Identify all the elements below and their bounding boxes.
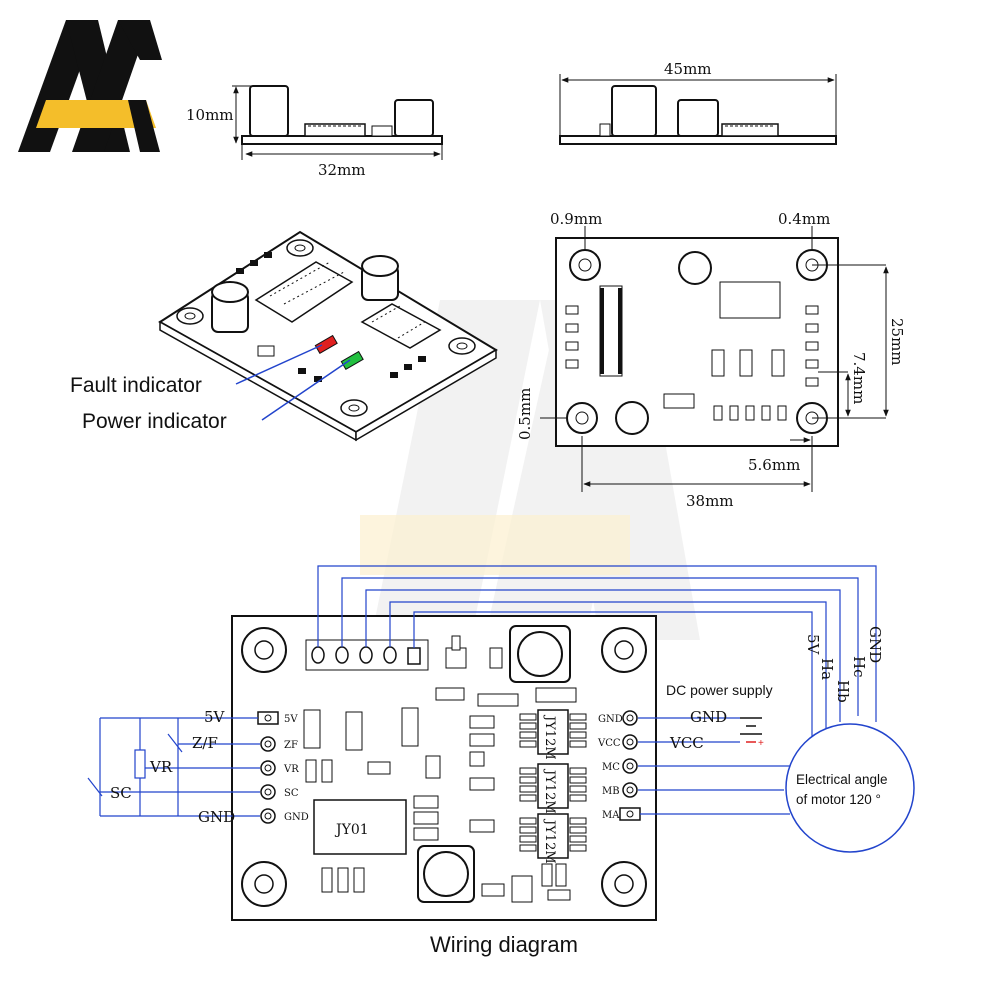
board-top-view xyxy=(555,237,839,447)
left-pin-headers xyxy=(257,711,279,824)
left-wiring xyxy=(87,717,260,817)
width-dimension: 45mm xyxy=(664,60,712,78)
wire-label-5v: 5V xyxy=(204,708,226,726)
pin-label-vr: VR xyxy=(283,764,299,775)
fault-leader xyxy=(235,344,323,385)
pin-label-gnd-left: GND xyxy=(284,812,309,823)
driver-chips xyxy=(519,709,587,859)
board-height-dimension: 25mm xyxy=(888,318,906,366)
side-view-right xyxy=(559,74,837,145)
hall-label-5v: 5V xyxy=(804,634,822,656)
hall-wiring xyxy=(317,565,877,740)
pin-label-sc: SC xyxy=(284,788,299,799)
right-wiring xyxy=(638,717,790,815)
side-view-left xyxy=(232,85,443,160)
battery-icon xyxy=(740,717,762,743)
controller-chip-label: JY01 xyxy=(334,822,369,838)
wiring-diagram-caption: Wiring diagram xyxy=(430,932,578,957)
pin-label-mb: MB xyxy=(602,786,620,797)
power-supply-label: DC power supply xyxy=(666,682,773,698)
hole-left-dimension: 0.9mm xyxy=(550,210,602,228)
pin-label-vcc: VCC xyxy=(597,738,621,749)
wiring-board xyxy=(231,615,657,921)
wire-label-gnd-left: GND xyxy=(198,808,235,826)
driver-chip-3-label: JY12M xyxy=(542,818,557,864)
power-leader xyxy=(261,359,351,421)
power-indicator-label: Power indicator xyxy=(82,410,227,433)
hall-label-gnd: GND xyxy=(866,626,884,663)
board-isometric xyxy=(158,230,498,442)
right-pin-headers xyxy=(619,710,641,821)
height-dimension: 10mm xyxy=(186,106,234,124)
length-dimension: 32mm xyxy=(318,161,366,179)
hall-label-hb: Hb xyxy=(834,680,852,703)
driver-chip-2-label: JY12M xyxy=(542,768,557,814)
hall-label-ha: Ha xyxy=(818,658,836,680)
pin-label-gnd-right: GND xyxy=(598,714,623,725)
board-width-dimension: 38mm xyxy=(686,492,734,510)
motor-label-line2: of motor 120 ° xyxy=(796,792,881,807)
wire-label-vcc: VCC xyxy=(669,734,704,752)
pin-label-mc: MC xyxy=(602,762,620,773)
wire-label-gnd-right: GND xyxy=(690,708,727,726)
hole-right-dimension: 0.4mm xyxy=(778,210,830,228)
pin-x-dimension: 5.6mm xyxy=(748,456,800,474)
hall-label-hc: Hc xyxy=(850,656,868,677)
motor-circle xyxy=(785,723,915,853)
top-view-dimension-lines xyxy=(540,226,889,492)
fault-indicator-label: Fault indicator xyxy=(70,374,202,397)
motor-label-line1: Electrical angle xyxy=(796,772,888,787)
wire-label-zf: Z/F xyxy=(192,734,218,752)
battery-plus: + xyxy=(758,738,764,749)
pin-label-ma: MA xyxy=(602,810,620,821)
driver-chip-1-label: JY12M xyxy=(542,714,557,760)
pin-label-zf: ZF xyxy=(284,740,298,751)
pin-offset-dimension: 7.4mm xyxy=(850,352,868,404)
pin-label-5v: 5V xyxy=(284,714,298,725)
wire-label-vr: VR xyxy=(149,758,173,776)
wire-label-sc: SC xyxy=(110,784,132,802)
edge-offset-dimension: 0.5mm xyxy=(516,388,534,440)
brand-logo xyxy=(18,20,162,152)
